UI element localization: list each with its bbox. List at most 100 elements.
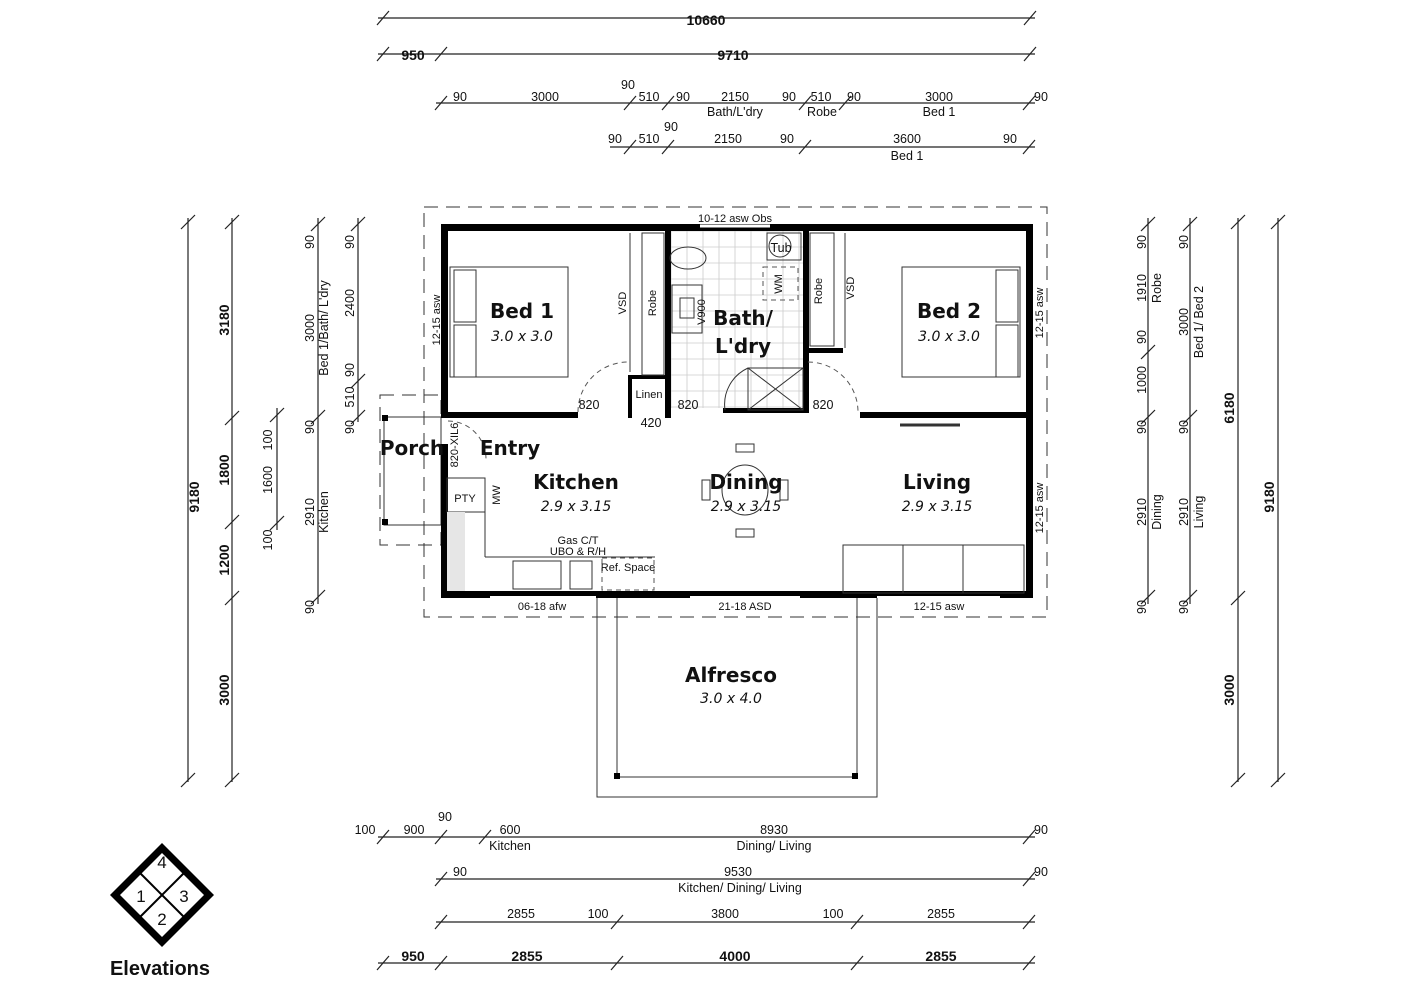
room-label: Kitchen: [533, 470, 619, 494]
dimension-label: 2855: [927, 907, 955, 921]
room-label: 2.9 x 3.15: [711, 499, 782, 515]
dimension-label: 90: [1177, 235, 1191, 249]
dimension-label: 90: [608, 132, 622, 146]
dimension-label: Living: [1192, 496, 1206, 529]
dimension-label: Robe: [1150, 273, 1164, 303]
plan-annotation: 12-15 asw: [431, 295, 443, 346]
dimension-label: 90: [780, 132, 794, 146]
room-label: 3.0 x 3.0: [491, 329, 553, 345]
dimension-label: 90: [1034, 865, 1048, 879]
plan-annotation: V900: [696, 299, 708, 325]
room-label: Bed 1: [490, 299, 554, 323]
dimension-label: Dining: [1150, 494, 1164, 529]
dimension-label: 3000: [925, 90, 953, 104]
dimension-label: 9710: [717, 47, 748, 63]
plan-annotation: 12-15 asw: [1034, 288, 1046, 339]
dimension-label: 510: [811, 90, 832, 104]
dimension-label: 2910: [1135, 498, 1149, 526]
dimension-label: 90: [664, 120, 678, 134]
dimension-label: 3000: [1177, 308, 1191, 336]
dimension-label: 90: [453, 865, 467, 879]
dimension-label: 100: [261, 530, 275, 551]
dimension-label: 90: [1177, 600, 1191, 614]
plan-annotation: Robe: [813, 278, 825, 304]
dimension-label: 950: [401, 47, 425, 63]
room-label: Entry: [480, 436, 540, 460]
dimension-label: 3000: [531, 90, 559, 104]
dimension-ticks: [180, 10, 1286, 971]
dimension-label: 8930: [760, 823, 788, 837]
room-label: Porch: [380, 436, 444, 460]
room-label: L'dry: [715, 334, 771, 358]
dimension-label: 90: [676, 90, 690, 104]
dimension-label: 3000: [216, 674, 232, 705]
room-label: Living: [903, 470, 971, 494]
dimension-label: 3000: [303, 314, 317, 342]
plan-annotation: Gas C/T: [558, 535, 599, 547]
dimension-label: 1910: [1135, 274, 1149, 302]
dimension-label: 90: [303, 235, 317, 249]
dimension-label: 100: [261, 430, 275, 451]
plan-annotation: PTY: [454, 493, 476, 505]
dimension-label: 2910: [303, 498, 317, 526]
dimension-label: 9530: [724, 865, 752, 879]
dimension-label: 90: [438, 810, 452, 824]
plan-annotation: 06-18 afw: [518, 601, 566, 613]
dimension-label: 1000: [1135, 366, 1149, 394]
dimension-label: 2855: [925, 948, 956, 964]
dimension-label: 2400: [343, 289, 357, 317]
elevation-number: 3: [179, 887, 188, 906]
dimension-label: 2910: [1177, 498, 1191, 526]
room-label: Dining: [709, 470, 782, 494]
dimension-label: 1600: [261, 466, 275, 494]
dimension-label: 510: [639, 132, 660, 146]
dimension-label: 90: [1003, 132, 1017, 146]
dimension-label: 90: [343, 363, 357, 377]
dimension-label: 90: [343, 420, 357, 434]
dimension-label: 950: [401, 948, 425, 964]
dimension-label: 900: [404, 823, 425, 837]
dimension-label: 90: [782, 90, 796, 104]
dimension-label: 9180: [1261, 481, 1277, 512]
plan-annotation: Ref. Space: [601, 562, 655, 574]
dimension-label: 90: [1135, 420, 1149, 434]
plan-annotation: Robe: [647, 290, 659, 316]
dimension-label: 90: [1135, 330, 1149, 344]
dimension-label: 90: [453, 90, 467, 104]
elevations-title: Elevations: [110, 958, 210, 980]
windows-doors: [446, 224, 1025, 598]
dimension-label: 100: [355, 823, 376, 837]
dimension-label: 3000: [1221, 674, 1237, 705]
dimension-label: Kitchen: [489, 839, 531, 853]
plan-annotation: Tub: [770, 241, 791, 255]
dimension-label: 90: [847, 90, 861, 104]
dimension-label: 1800: [216, 454, 232, 485]
plan-annotation: MW: [491, 485, 503, 505]
room-label: Alfresco: [685, 663, 777, 687]
dimension-label: 2150: [721, 90, 749, 104]
plan-annotation: VSD: [845, 277, 857, 300]
dimension-label: 90: [1135, 235, 1149, 249]
dimension-label: Bed 1: [891, 149, 924, 163]
dimension-label: Bed 1/ Bed 2: [1192, 286, 1206, 358]
dimension-lines: [187, 17, 1279, 964]
dimension-label: 90: [1135, 600, 1149, 614]
dimension-label: 1200: [216, 544, 232, 575]
room-label: 3.0 x 3.0: [918, 329, 980, 345]
elevation-number: 1: [136, 887, 145, 906]
dimension-label: 90: [1177, 420, 1191, 434]
plan-annotation: UBO & R/H: [550, 546, 606, 558]
dimension-label: 2150: [714, 132, 742, 146]
room-label: 2.9 x 3.15: [541, 499, 612, 515]
walls: [441, 224, 1033, 598]
plan-annotation: 21-18 ASD: [718, 601, 771, 613]
plan-annotation: Linen: [636, 389, 663, 401]
dimension-label: 90: [621, 78, 635, 92]
plan-annotation: 12-15 asw: [1034, 483, 1046, 534]
elevation-number: 2: [157, 910, 166, 929]
plan-annotation: 820: [678, 398, 699, 412]
dimension-label: 100: [588, 907, 609, 921]
dimension-label: 2855: [511, 948, 542, 964]
